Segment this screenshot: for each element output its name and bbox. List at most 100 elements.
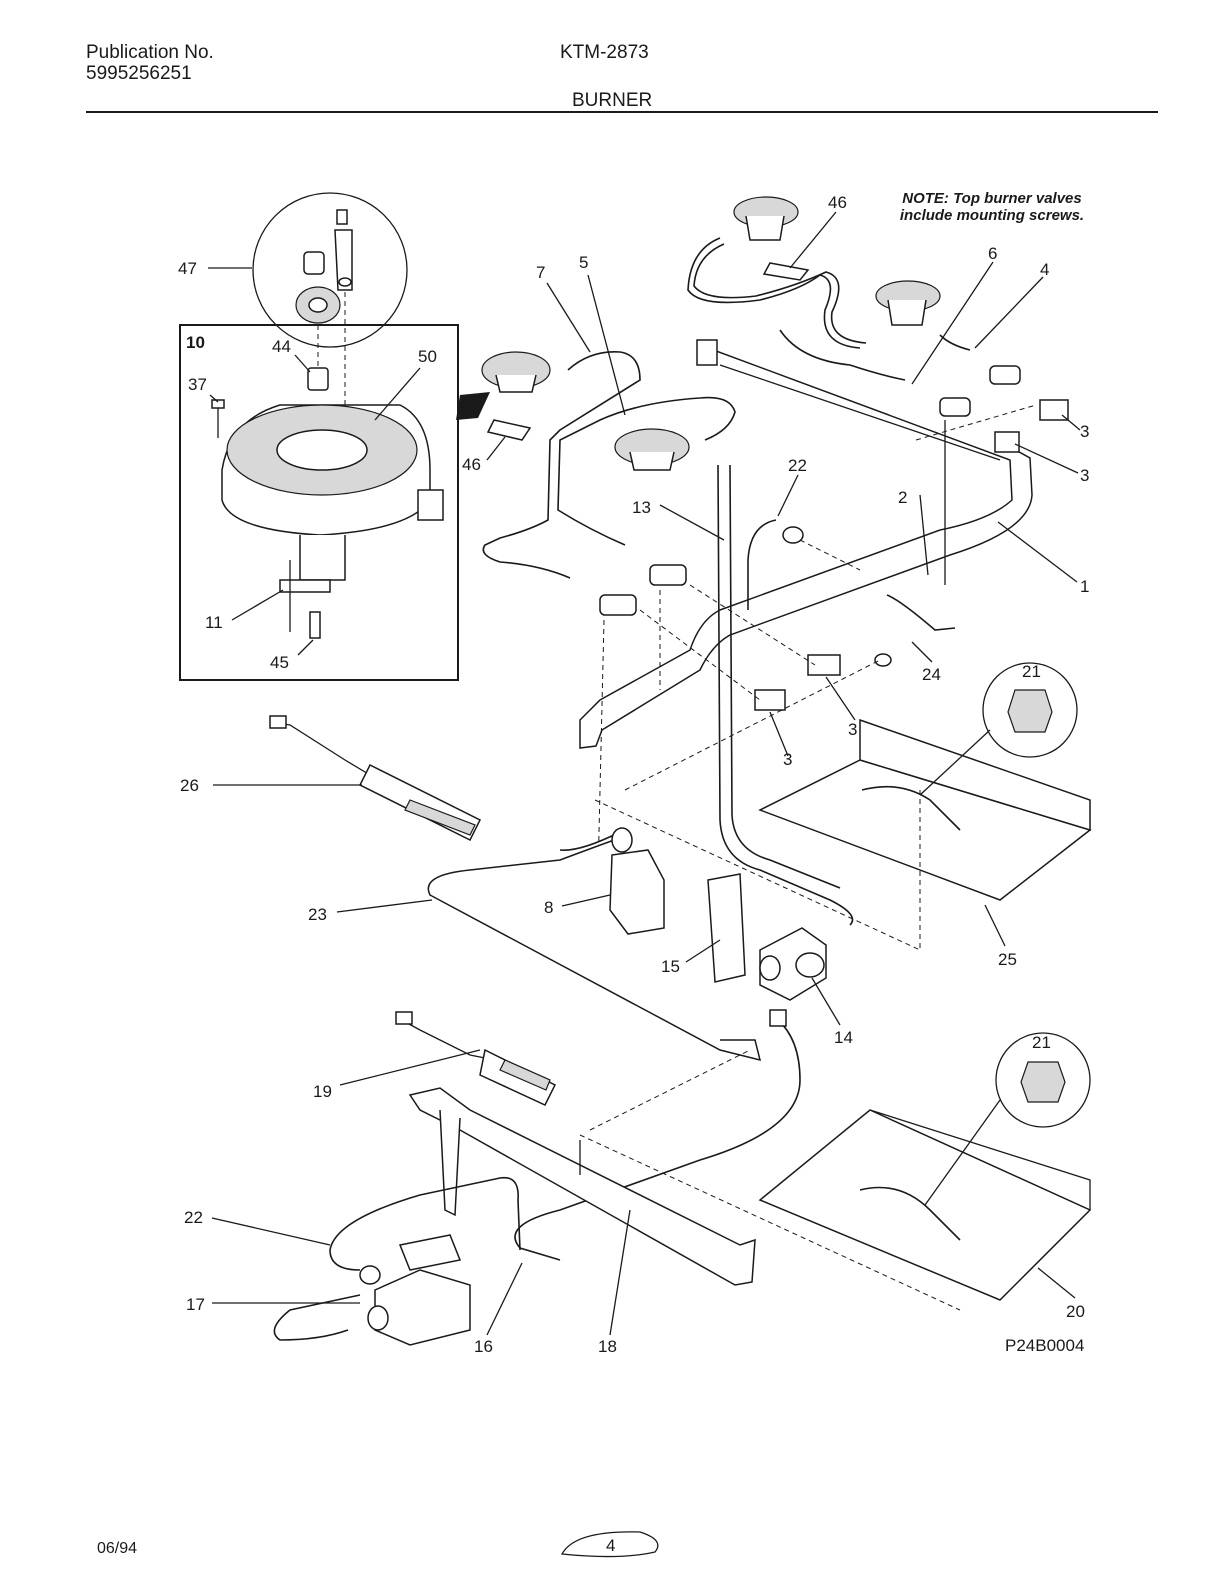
manifold-rail bbox=[719, 364, 1001, 461]
pilot-nut-24 bbox=[874, 653, 892, 667]
screw-37-head bbox=[211, 399, 225, 409]
burner-left-front-base bbox=[629, 451, 675, 471]
tube-6 bbox=[779, 329, 906, 381]
thermostat-capillary bbox=[273, 1294, 361, 1341]
detail-circle bbox=[252, 192, 408, 348]
callout-46-right: 46 bbox=[828, 193, 847, 212]
tube-4 bbox=[939, 334, 971, 351]
burner-tab bbox=[417, 489, 444, 521]
burner-tubing bbox=[482, 237, 971, 579]
callout-4: 4 bbox=[1040, 260, 1049, 279]
nut-21-upper bbox=[1007, 689, 1053, 733]
spark-module-8 bbox=[609, 849, 665, 935]
page-number-oval bbox=[560, 1531, 659, 1558]
publication-number: 5995256251 bbox=[86, 63, 192, 84]
tube-right-rear-inner bbox=[693, 243, 867, 344]
callout-17: 17 bbox=[186, 1295, 205, 1314]
burner-neck bbox=[299, 535, 346, 581]
screw-top bbox=[336, 209, 348, 225]
valve-rear-right bbox=[989, 365, 1021, 385]
detail-circle-21-upper bbox=[982, 662, 1078, 758]
igniter-26-wires bbox=[271, 721, 371, 776]
fitting-17 bbox=[359, 1265, 381, 1285]
bracket-hole bbox=[338, 277, 352, 287]
callout-5: 5 bbox=[579, 253, 588, 272]
inset-label: 10 bbox=[186, 333, 205, 352]
valve-17-port bbox=[367, 1305, 389, 1331]
figure-id: P24B0004 bbox=[1005, 1336, 1084, 1355]
manifold bbox=[579, 339, 1069, 926]
valve-front-left bbox=[599, 594, 637, 616]
oven-components bbox=[269, 662, 1092, 1346]
tube-right-rear bbox=[687, 237, 861, 349]
safety-valve-17 bbox=[374, 1269, 471, 1346]
burner-right-rear-base bbox=[745, 215, 785, 241]
igniter-19-plug bbox=[395, 1011, 413, 1025]
assembly-guides-lower bbox=[579, 790, 961, 1311]
detail-box bbox=[179, 324, 459, 681]
note-line-1: NOTE: Top burner valves bbox=[902, 190, 1082, 207]
callout-24: 24 bbox=[922, 665, 941, 684]
igniter-26-plug bbox=[269, 715, 287, 729]
callout-11: 11 bbox=[205, 613, 223, 632]
tube-7 bbox=[482, 351, 641, 579]
orifice-44 bbox=[307, 367, 329, 391]
electrode-bracket bbox=[334, 229, 353, 291]
burner-shield-25 bbox=[758, 759, 1092, 901]
igniter-26-element bbox=[404, 799, 476, 836]
screw-45 bbox=[309, 611, 321, 639]
callout-44: 44 bbox=[272, 337, 291, 356]
gas-line-13 bbox=[717, 464, 854, 926]
manifold-cap bbox=[696, 339, 718, 366]
bezel-3-left-rear bbox=[807, 654, 841, 676]
gas-line-13-inner bbox=[729, 464, 841, 889]
callout-2: 2 bbox=[898, 488, 907, 507]
shadow-arrow bbox=[456, 392, 490, 420]
burner-shield-20-top bbox=[869, 1109, 1091, 1210]
bezel-3-right-rear bbox=[1039, 399, 1069, 421]
orifice-in-circle bbox=[303, 251, 325, 275]
callout-46-left: 46 bbox=[462, 455, 481, 474]
callout-22-upper: 22 bbox=[788, 456, 807, 475]
inset-detail bbox=[179, 192, 459, 681]
detail-circle-21-lower bbox=[995, 1032, 1091, 1128]
igniter-19-element bbox=[499, 1059, 551, 1091]
callout-50: 50 bbox=[418, 347, 437, 366]
bracket-46-right bbox=[762, 262, 810, 281]
burner-left-rear-base bbox=[495, 374, 537, 393]
regulator-knob bbox=[795, 952, 825, 978]
bracket-15 bbox=[707, 873, 746, 983]
gas-line-16 bbox=[514, 1019, 801, 1261]
callout-8: 8 bbox=[544, 898, 553, 917]
regulator-port bbox=[759, 955, 781, 981]
callout-47: 47 bbox=[178, 259, 197, 278]
callout-3-c: 3 bbox=[848, 720, 857, 739]
page-number: 4 bbox=[606, 1536, 616, 1555]
pilot-24 bbox=[886, 594, 956, 631]
header-rule bbox=[86, 111, 1158, 113]
burner-center bbox=[276, 429, 368, 471]
callout-3-a: 3 bbox=[1080, 422, 1089, 441]
leader-lines bbox=[208, 211, 1081, 1336]
callout-18: 18 bbox=[598, 1337, 617, 1356]
callout-3-b: 3 bbox=[1080, 466, 1089, 485]
callout-21-lower: 21 bbox=[1032, 1033, 1051, 1052]
callout-15: 15 bbox=[661, 957, 680, 976]
callout-1: 1 bbox=[1080, 577, 1089, 596]
model-number: KTM-2873 bbox=[560, 42, 649, 63]
callout-14: 14 bbox=[834, 1028, 853, 1047]
top-burner-assemblies bbox=[456, 196, 941, 471]
callout-20: 20 bbox=[1066, 1302, 1085, 1321]
spacer-hole bbox=[308, 297, 328, 313]
note-line-2: include mounting screws. bbox=[899, 207, 1085, 224]
publication-label: Publication No. bbox=[86, 42, 214, 63]
tube-5 bbox=[557, 396, 736, 546]
burner-shield-25-top bbox=[859, 718, 1091, 832]
valve-17-bracket bbox=[398, 1234, 462, 1271]
callout-37: 37 bbox=[188, 375, 207, 394]
bezel-3-left-front bbox=[754, 689, 786, 711]
callout-21-upper: 21 bbox=[1022, 662, 1041, 681]
callout-25: 25 bbox=[998, 950, 1017, 969]
regulator-14 bbox=[759, 927, 827, 1001]
